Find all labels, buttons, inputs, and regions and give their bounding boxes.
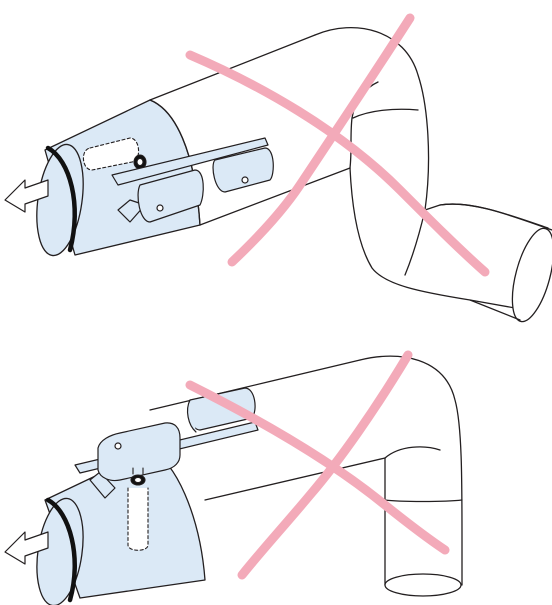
airflow-arrow-icon	[4, 179, 49, 213]
sensor-housing	[111, 137, 274, 223]
opening-ring	[45, 145, 77, 253]
panel-bottom	[4, 350, 463, 605]
duct-run	[149, 359, 386, 501]
duct-section	[36, 449, 206, 605]
sensor-probe-icon	[82, 137, 147, 171]
duct-elbow	[359, 355, 463, 597]
airflow-arrow-icon	[4, 531, 49, 565]
panel-top	[4, 13, 552, 323]
cross-mark-icon	[185, 13, 490, 277]
cross-mark-icon	[185, 350, 450, 580]
opening-ring	[45, 497, 77, 603]
sensor-housing	[74, 387, 259, 499]
duct-elbow	[314, 27, 552, 323]
duct-run	[149, 34, 351, 226]
sensor-probe-icon	[127, 467, 149, 551]
